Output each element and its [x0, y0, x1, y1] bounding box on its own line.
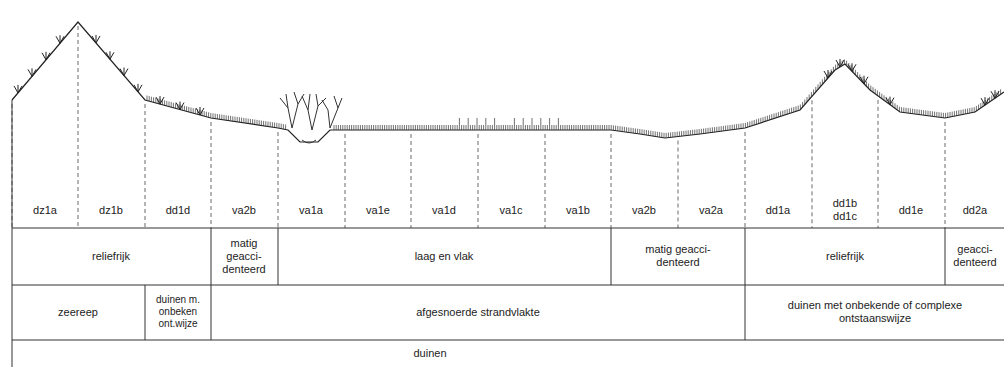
marram-tufts — [14, 35, 999, 115]
column-divider — [278, 132, 279, 228]
table-cell-label: dd1e — [881, 204, 941, 217]
table-cell-label: va1c — [481, 204, 541, 217]
table-cell-label: va1e — [348, 204, 408, 217]
column-divider — [878, 100, 879, 228]
table-cell-label: dd1d — [148, 204, 208, 217]
table-cell-label: va2b — [214, 204, 274, 217]
column-divider — [611, 134, 612, 228]
ground-line — [12, 22, 1004, 142]
column-divider — [345, 134, 346, 228]
grass-ticks — [147, 59, 1001, 137]
table-cell-label: geacci- denteerd — [949, 243, 1001, 269]
table-cell-label: dd2a — [949, 204, 1001, 217]
table-cell-label: zeereep — [28, 306, 128, 319]
table-cell-label: laag en vlak — [344, 250, 544, 263]
table-cell-label: va1d — [414, 204, 474, 217]
cell-divider — [145, 285, 146, 340]
column-divider — [478, 134, 479, 228]
table-cell-label: duinen m. onbeken ont.wijze — [148, 294, 208, 330]
table-cell-label: duinen met onbekende of complexe ontstaa… — [765, 299, 985, 325]
column-divider — [411, 134, 412, 228]
cell-divider — [945, 228, 946, 285]
shrub — [322, 96, 342, 128]
left-border — [12, 100, 13, 367]
cell-divider — [745, 285, 746, 340]
cell-divider — [745, 228, 746, 285]
table-cell-label: dd1b dd1c — [828, 197, 862, 223]
table-cell-label: matig geacci- denteerd — [216, 237, 272, 276]
terrain-profile — [12, 22, 1004, 228]
table-cell-label: dd1a — [748, 204, 808, 217]
table-cell-label: dz1b — [81, 204, 141, 217]
table-cell-label: matig geacci- denteerd — [643, 243, 713, 269]
table-cell-label: va1b — [548, 204, 608, 217]
column-divider — [211, 122, 212, 228]
table-cell-label: reliefrijk — [785, 250, 905, 263]
column-divider — [745, 132, 746, 228]
table-cell-label: afgesnoerde strandvlakte — [328, 306, 628, 319]
table-cell-label: va1a — [281, 204, 341, 217]
shrub — [302, 94, 326, 130]
shrub — [280, 92, 304, 128]
column-divider — [678, 141, 679, 228]
row-line — [12, 340, 1004, 341]
cell-divider — [278, 228, 279, 285]
table-cell-label: va2b — [614, 204, 674, 217]
shrubs — [280, 92, 342, 143]
column-divider — [145, 104, 146, 228]
table-cell-label: reliefrijk — [51, 250, 171, 263]
table-cell-label: dz1a — [15, 204, 75, 217]
row-line — [12, 228, 1004, 229]
table-cell-label: va2a — [681, 204, 741, 217]
column-divider — [78, 26, 79, 228]
hollow-water — [302, 140, 316, 143]
cell-divider — [211, 228, 212, 285]
cell-divider — [211, 285, 212, 340]
column-divider — [545, 134, 546, 228]
column-divider — [945, 122, 946, 228]
column-divider — [812, 100, 813, 228]
row-line — [12, 285, 1004, 286]
table-lines — [12, 100, 1004, 367]
table-cell-label: duinen — [370, 347, 490, 360]
cell-divider — [611, 228, 612, 285]
